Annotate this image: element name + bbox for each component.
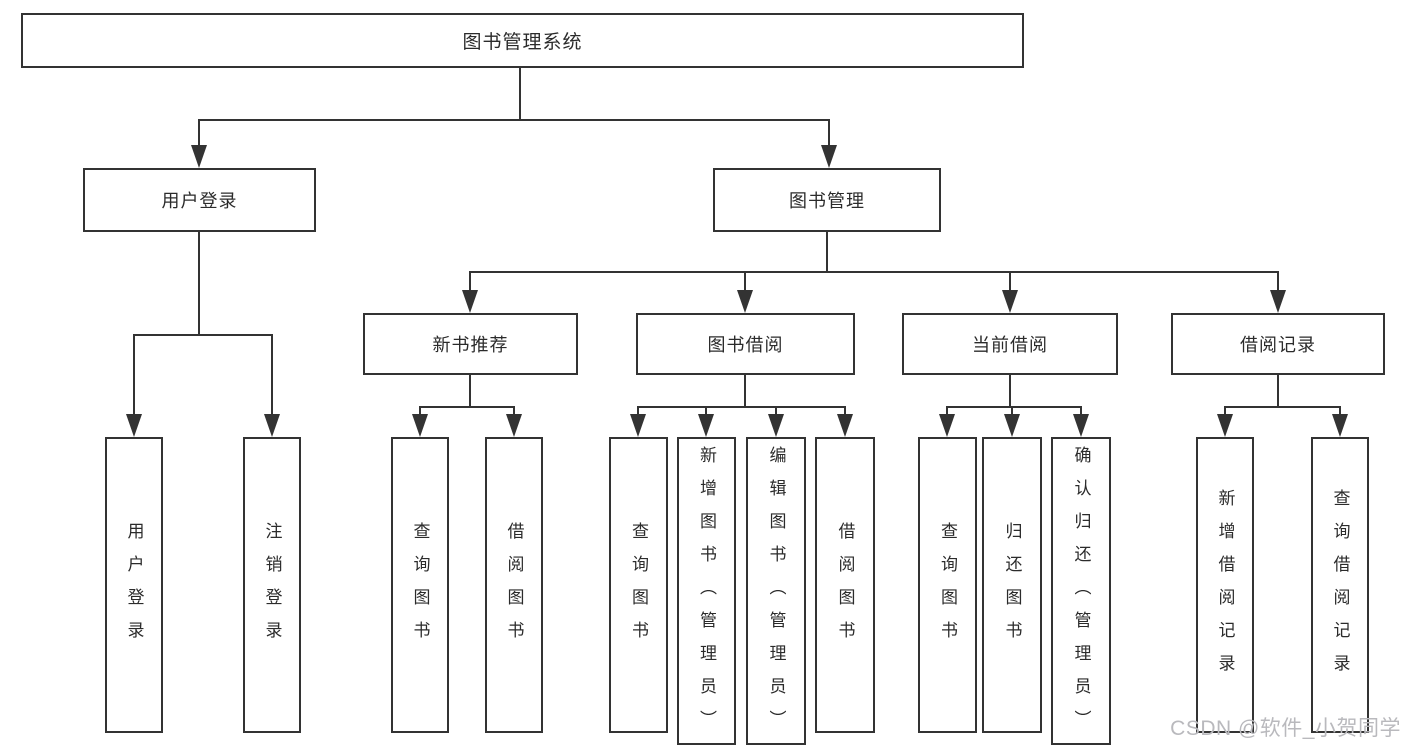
arrow-down — [412, 406, 428, 437]
arrowhead-down-icon — [1217, 414, 1233, 437]
connector-line — [198, 232, 200, 336]
connector-line — [744, 271, 746, 297]
leaf-logout: 注销登录 — [243, 437, 301, 733]
leaf-query-books-borrow: 查询图书 — [609, 437, 668, 733]
connector-line — [1277, 375, 1279, 408]
connector-line — [946, 406, 948, 421]
connector-line — [826, 232, 828, 273]
connector-line — [744, 375, 746, 408]
arrow-down — [462, 271, 478, 313]
arrowhead-down-icon — [821, 145, 837, 168]
arrowhead-down-icon — [506, 414, 522, 437]
arrow-down — [821, 119, 837, 168]
arrowhead-down-icon — [939, 414, 955, 437]
arrowhead-down-icon — [768, 414, 784, 437]
connector-line — [844, 406, 846, 421]
arrowhead-down-icon — [1332, 414, 1348, 437]
node-new-book-recommend: 新书推荐 — [363, 313, 578, 375]
leaf-query-borrow-record: 查询借阅记录 — [1311, 437, 1369, 733]
leaf-user-login: 用户登录 — [105, 437, 163, 733]
arrowhead-down-icon — [837, 414, 853, 437]
arrow-down — [939, 406, 955, 437]
connector-line — [637, 406, 639, 421]
connector-line — [513, 406, 515, 421]
connector-line — [419, 406, 421, 421]
node-root: 图书管理系统 — [21, 13, 1024, 68]
connector-line — [469, 271, 471, 297]
leaf-edit-book-admin: 编辑图书（管理员） — [746, 437, 806, 745]
arrow-down — [506, 406, 522, 437]
arrowhead-down-icon — [1270, 290, 1286, 313]
connector-line — [1277, 271, 1279, 297]
connector-line — [469, 271, 1279, 273]
arrowhead-down-icon — [191, 145, 207, 168]
connector-line — [133, 334, 273, 336]
connector-line — [198, 119, 200, 152]
arrow-down — [630, 406, 646, 437]
node-user-login: 用户登录 — [83, 168, 316, 232]
connector-line — [637, 406, 846, 408]
connector-line — [271, 334, 273, 421]
arrow-down — [737, 271, 753, 313]
connector-line — [1224, 406, 1341, 408]
arrowhead-down-icon — [126, 414, 142, 437]
connector-line — [1339, 406, 1341, 421]
connector-line — [419, 406, 515, 408]
connector-line — [775, 406, 777, 421]
connector-line — [469, 375, 471, 408]
arrowhead-down-icon — [698, 414, 714, 437]
arrow-down — [1002, 271, 1018, 313]
arrowhead-down-icon — [264, 414, 280, 437]
node-book-management: 图书管理 — [713, 168, 941, 232]
arrowhead-down-icon — [1004, 414, 1020, 437]
leaf-return-books: 归还图书 — [982, 437, 1042, 733]
node-book-borrow: 图书借阅 — [636, 313, 855, 375]
connector-line — [705, 406, 707, 421]
connector-line — [198, 119, 830, 121]
leaf-borrow-books-2: 借阅图书 — [815, 437, 875, 733]
arrow-down — [1332, 406, 1348, 437]
connector-line — [1080, 406, 1082, 421]
arrow-down — [264, 334, 280, 437]
node-borrow-records: 借阅记录 — [1171, 313, 1385, 375]
connector-line — [946, 406, 1082, 408]
leaf-confirm-return-admin: 确认归还（管理员） — [1051, 437, 1111, 745]
arrowhead-down-icon — [412, 414, 428, 437]
connector-line — [133, 334, 135, 421]
arrow-down — [126, 334, 142, 437]
connector-line — [519, 68, 521, 120]
leaf-query-books-recommend: 查询图书 — [391, 437, 449, 733]
arrowhead-down-icon — [462, 290, 478, 313]
arrow-down — [1270, 271, 1286, 313]
arrow-down — [191, 119, 207, 168]
arrow-down — [698, 406, 714, 437]
connector-line — [828, 119, 830, 152]
leaf-add-borrow-record: 新增借阅记录 — [1196, 437, 1254, 733]
arrow-down — [1004, 406, 1020, 437]
arrowhead-down-icon — [1073, 414, 1089, 437]
leaf-add-book-admin: 新增图书（管理员） — [677, 437, 736, 745]
connector-line — [1009, 375, 1011, 408]
arrow-down — [1217, 406, 1233, 437]
arrow-down — [768, 406, 784, 437]
connector-line — [1224, 406, 1226, 421]
csdn-watermark: CSDN @软件_小贺同学 — [1170, 717, 1401, 740]
connector-line — [1011, 406, 1013, 421]
arrow-down — [837, 406, 853, 437]
node-current-borrow: 当前借阅 — [902, 313, 1118, 375]
arrowhead-down-icon — [737, 290, 753, 313]
leaf-borrow-books-recommend: 借阅图书 — [485, 437, 543, 733]
arrowhead-down-icon — [630, 414, 646, 437]
connector-line — [1009, 271, 1011, 297]
arrowhead-down-icon — [1002, 290, 1018, 313]
arrow-down — [1073, 406, 1089, 437]
leaf-query-books-current: 查询图书 — [918, 437, 977, 733]
